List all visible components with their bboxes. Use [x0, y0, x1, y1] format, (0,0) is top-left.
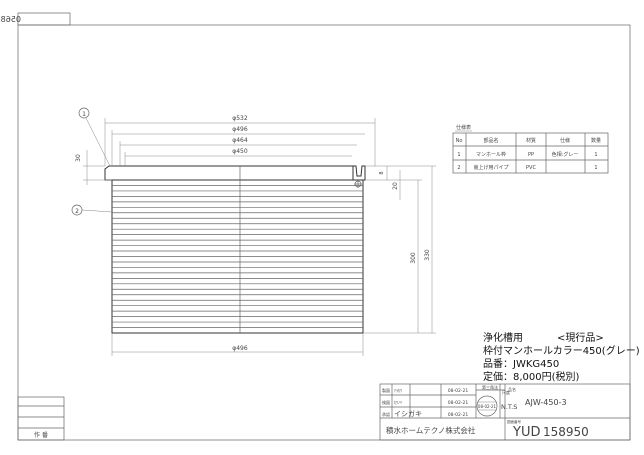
table-cell: 色相:グレー	[552, 151, 579, 158]
side-block	[17, 396, 65, 441]
table-header: 部品名	[483, 137, 498, 144]
svg-text:第三角法: 第三角法	[482, 384, 498, 390]
title-block: 第三角法 製図 ｱﾗｶﾜ 08-02-21 検図 ｶﾜﾉﾘ 08-02-21 承認イシガキ 0…	[379, 383, 631, 441]
dim-20: 20	[392, 182, 399, 190]
dim-450: φ450	[232, 148, 248, 155]
dim-330: 330	[424, 249, 431, 261]
table-cell: マンホール枠	[476, 151, 506, 158]
tb-row-label: 製図	[382, 387, 390, 393]
note-price: 定価：8,000円(税別)	[483, 372, 580, 383]
dim-496: φ496	[232, 126, 248, 133]
note-part-no: 品番：JWKG450	[483, 359, 560, 370]
dim-464: φ464	[232, 137, 248, 144]
mirrored-number-box	[17, 12, 71, 26]
dim-30: 30	[75, 154, 82, 162]
stamp-date: 08-02-21	[478, 404, 497, 409]
tb-row-label: 承認	[382, 411, 390, 417]
product-name-code: AJW-450-3	[525, 398, 567, 407]
table-cell: PP	[528, 152, 534, 158]
tb-date: 08-02-21	[448, 412, 469, 418]
sheet-frame	[17, 24, 631, 441]
manhole-collar-drawing	[104, 165, 366, 334]
table-cell: PVC	[526, 165, 536, 171]
svg-text:図面番号: 図面番号	[507, 419, 521, 424]
frame-part	[104, 165, 354, 181]
table-cell: 1	[457, 152, 460, 158]
svg-text:1: 1	[82, 111, 86, 118]
note-usage: 浄化槽用	[483, 333, 523, 344]
dim-532: φ532	[232, 115, 248, 122]
tb-name: イシガキ	[394, 409, 422, 418]
svg-text:品名: 品名	[508, 386, 516, 392]
approval-stamp	[476, 395, 498, 417]
table-cell: 2	[457, 165, 460, 171]
svg-text:尺度: 尺度	[502, 389, 510, 395]
dim-496-bottom: φ496	[232, 345, 248, 352]
note-product: 枠付マンホールカラー450(グレー)	[483, 346, 640, 357]
tb-date: 08-02-21	[448, 388, 469, 394]
parts-table-title: 仕様表	[456, 124, 471, 131]
tb-date: 08-02-21	[448, 400, 469, 406]
table-cell: 1	[594, 152, 597, 158]
diameter-dimensions: φ532 φ496 φ464 φ450 φ496 30 330 300 20 8	[75, 115, 436, 356]
table-header: 仕様	[560, 137, 570, 144]
table-header: No	[456, 138, 463, 144]
drawing-number: 158950	[543, 425, 589, 439]
dim-8: 8	[379, 171, 385, 174]
parts-table: 仕様表 No 部品名 材質 仕様 数量 1 マンホール枠 PP 色相:グレー 1 2 嵩上げ用パイプ P…	[452, 124, 609, 174]
tb-row-label: 検図	[382, 399, 390, 405]
table-header: 材質	[526, 137, 536, 144]
table-cell: 嵩上げ用パイプ	[473, 164, 508, 171]
scale-value: N.T.S	[501, 403, 517, 411]
company-name: 積水ホームテクノ株式会社	[386, 425, 476, 435]
dim-300: 300	[410, 252, 417, 264]
pipe-ribs	[112, 185, 363, 328]
table-header: 数量	[591, 137, 601, 144]
side-block-label: 作 番	[34, 431, 48, 439]
note-status: <現行品>	[557, 333, 604, 344]
product-notes: 浄化槽用<現行品> 枠付マンホールカラー450(グレー) 品番：JWKG450 …	[483, 332, 640, 384]
svg-text:2: 2	[75, 208, 79, 215]
tb-name: ｱﾗｶﾜ	[394, 388, 402, 393]
tb-name: ｶﾜﾉﾘ	[394, 400, 402, 405]
balloon-1	[78, 107, 90, 119]
yud-logo: YUD	[512, 425, 540, 440]
table-cell: 1	[594, 165, 597, 171]
mirrored-drawing-number: 0568S10	[0, 15, 21, 24]
